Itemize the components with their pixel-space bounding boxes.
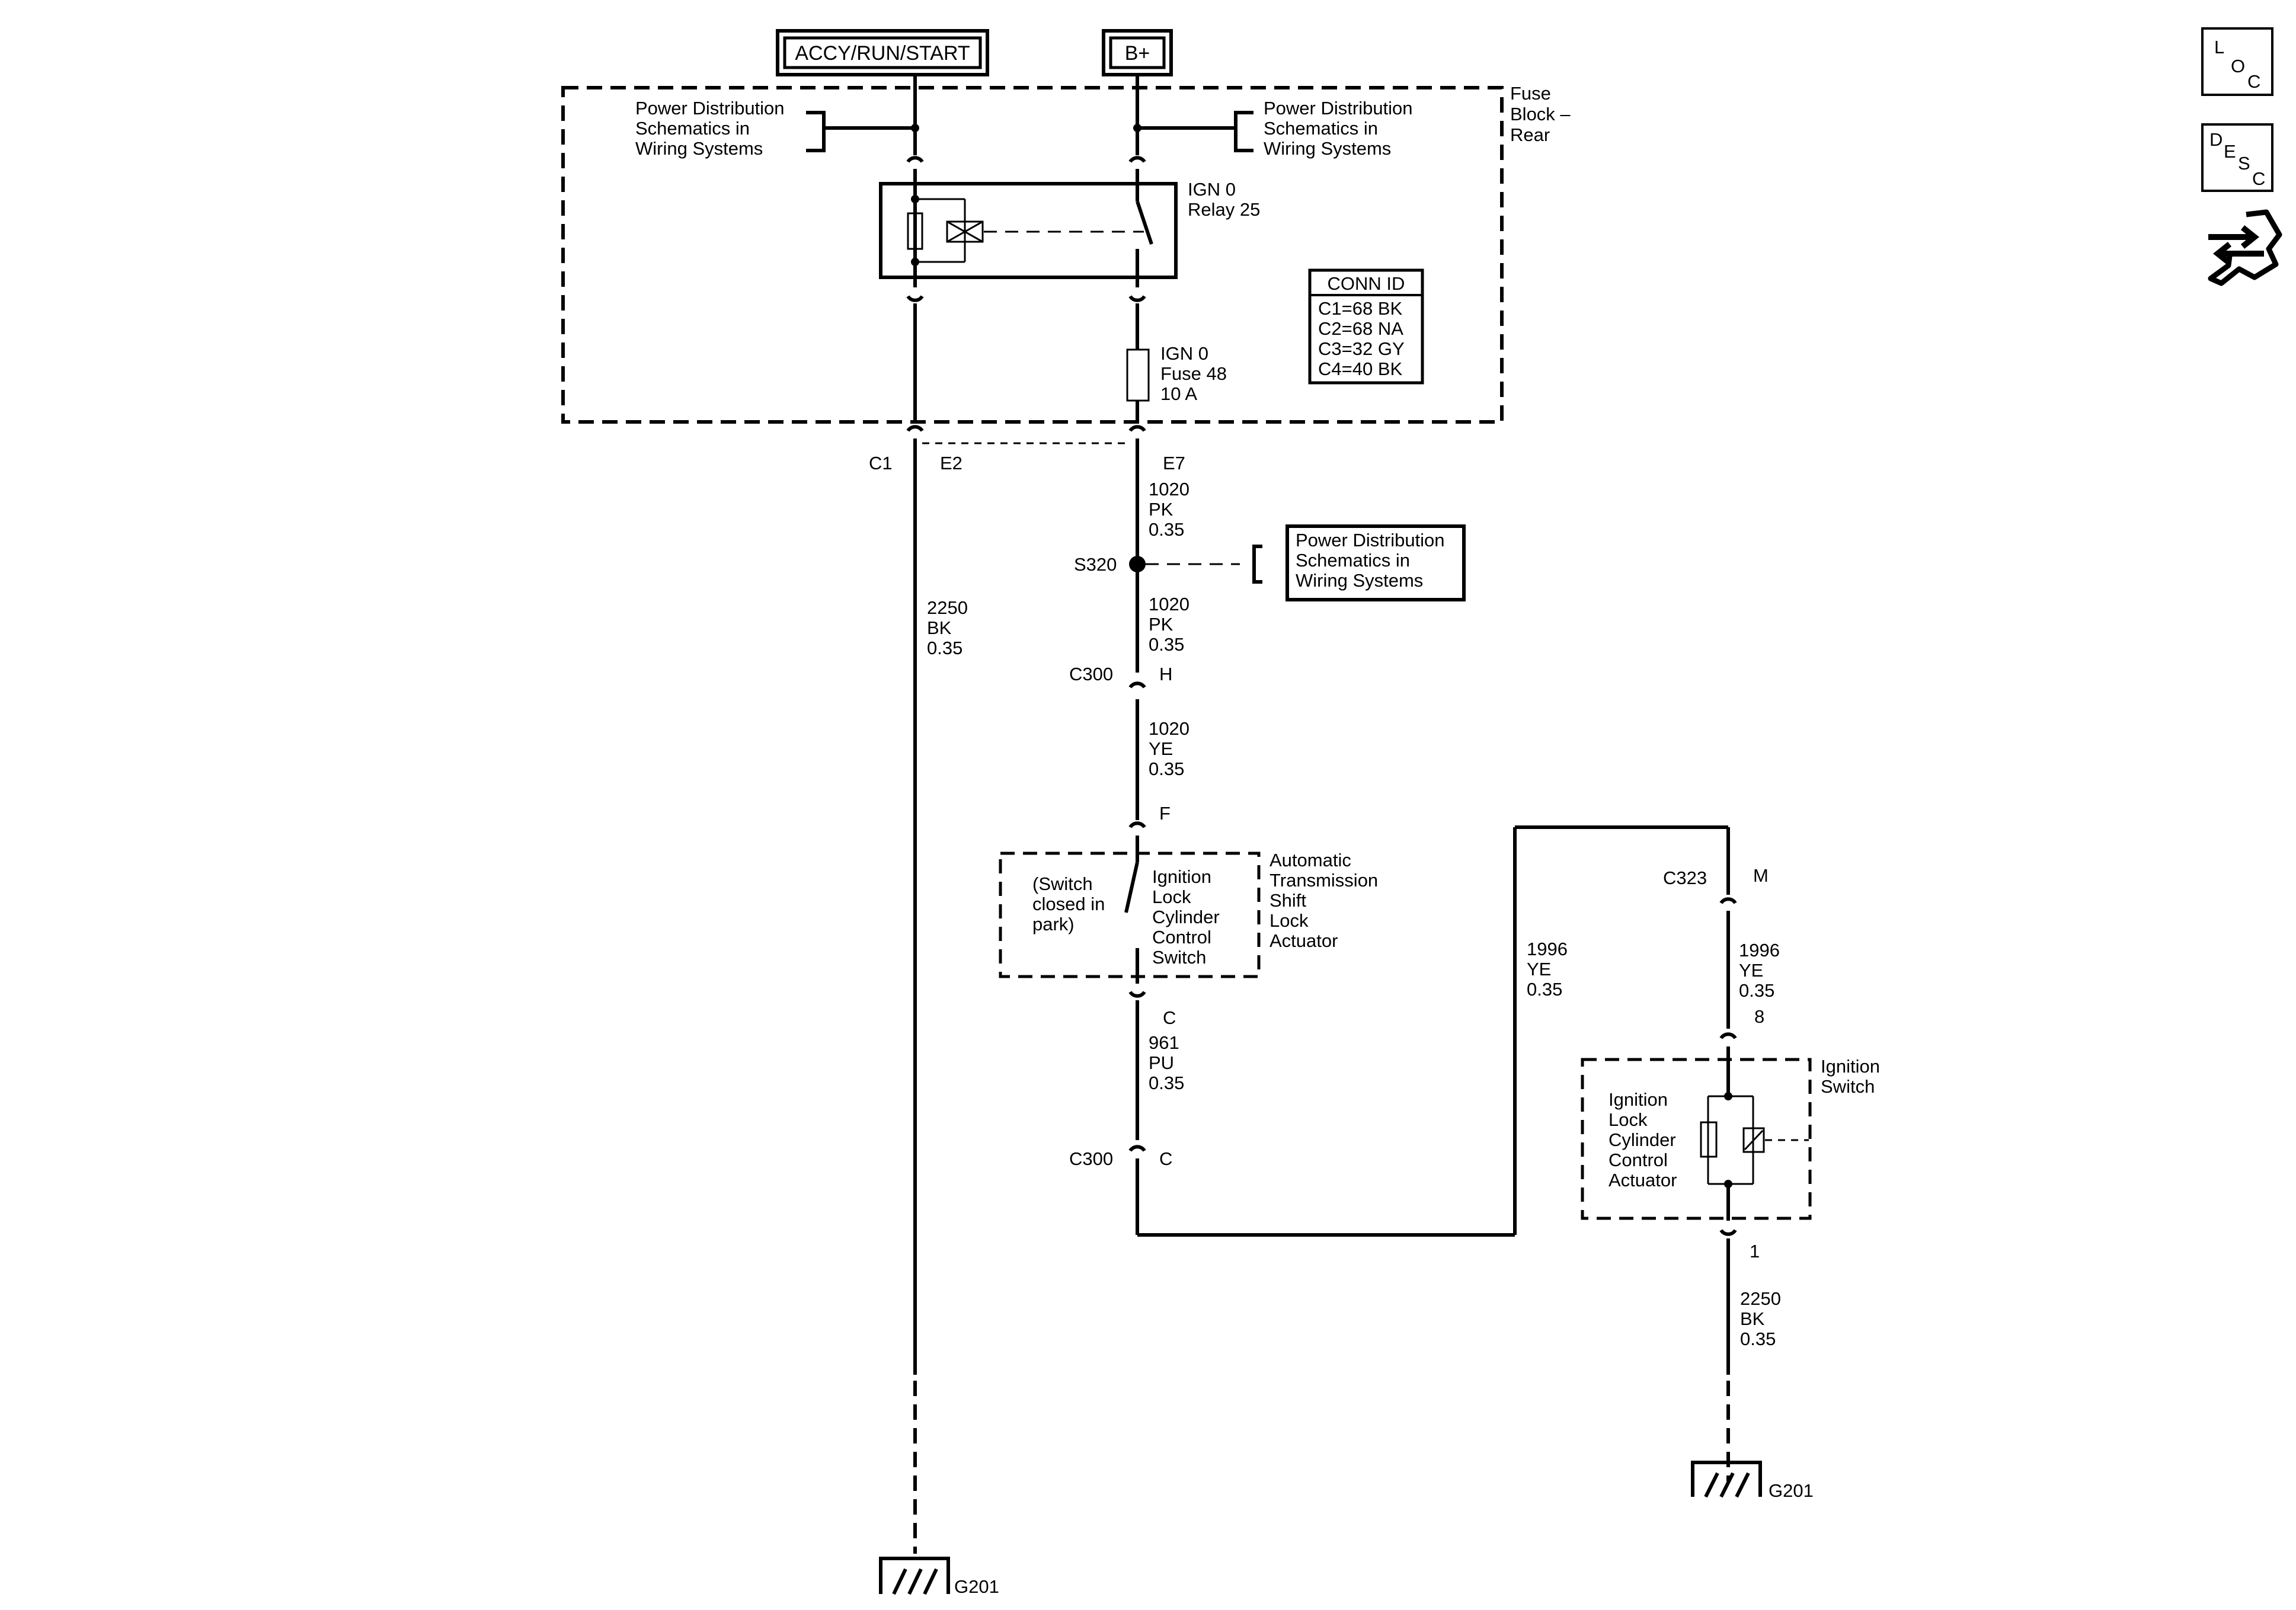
pin-8-label: 8 xyxy=(1754,1006,1764,1027)
pin-m-label: M xyxy=(1753,865,1769,886)
svg-text:CONN ID: CONN ID xyxy=(1328,273,1405,294)
wire-1996-ye-left: 1996 YE 0.35 xyxy=(1527,939,1573,1000)
fuse-block-label: Fuse Block – Rear xyxy=(1510,83,1575,145)
svg-text:O: O xyxy=(2231,56,2245,76)
c300-bottom-label: C300 xyxy=(1069,1148,1113,1169)
wire-961-pu: 961 PU 0.35 xyxy=(1149,1032,1184,1093)
pin-f-label: F xyxy=(1159,803,1171,824)
accy-source-box: ACCY/RUN/START xyxy=(776,29,989,76)
accy-source-label: ACCY/RUN/START xyxy=(795,42,970,65)
wire-1996-ye-right: 1996 YE 0.35 xyxy=(1739,940,1785,1001)
connector-c323 xyxy=(1719,897,1737,1481)
bplus-circuit-wire xyxy=(1128,75,1153,673)
wire-1020-pk-a: 1020 PK 0.35 xyxy=(1149,479,1195,540)
ignition-lock-actuator-symbol xyxy=(1700,1092,1809,1188)
connector-c1: C1 xyxy=(869,453,893,473)
svg-text:L: L xyxy=(2214,37,2224,57)
ground-g201-left xyxy=(879,1557,950,1595)
hand-arrows-icon[interactable] xyxy=(2208,209,2282,286)
svg-text:C: C xyxy=(2252,168,2265,189)
ign0-relay-25 xyxy=(879,182,1178,279)
wire-2250-bk-right: 2250 BK 0.35 xyxy=(1740,1288,1786,1349)
bplus-source-box: B+ xyxy=(1102,29,1173,76)
ignition-actuator-label: Ignition Lock Cylinder Control Actuator xyxy=(1609,1089,1681,1190)
pin-c-top-label: C xyxy=(1163,1007,1176,1028)
ignition-switch-box xyxy=(1581,1058,1812,1220)
connector-c300-h xyxy=(1128,681,1146,820)
c300-top-label: C300 xyxy=(1069,664,1113,684)
svg-text:C: C xyxy=(2247,71,2260,92)
splice-s320 xyxy=(1129,556,1146,572)
ground-g201-right xyxy=(1691,1461,1762,1498)
fuse-label: IGN 0 Fuse 48 10 A xyxy=(1160,343,1232,404)
fuse-block-outline xyxy=(561,86,1504,424)
svg-text:S: S xyxy=(2238,153,2250,174)
svg-text:D: D xyxy=(2209,129,2223,150)
wire-1020-pk-b: 1020 PK 0.35 xyxy=(1149,594,1195,655)
pin-c-bottom-label: C xyxy=(1159,1148,1172,1169)
shift-lock-actuator-label: Automatic Transmission Shift Lock Actuat… xyxy=(1269,850,1383,951)
pin-1-label: 1 xyxy=(1750,1241,1760,1262)
relay-label: IGN 0 Relay 25 xyxy=(1188,179,1260,220)
wire-1020-ye: 1020 YE 0.35 xyxy=(1149,718,1195,779)
loc-icon[interactable]: L O C xyxy=(2201,27,2273,96)
splice-s320-label: S320 xyxy=(1074,554,1117,575)
shift-lock-switch-label: Ignition Lock Cylinder Control Switch xyxy=(1152,866,1224,968)
ground-right-label: G201 xyxy=(1769,1480,1814,1501)
desc-icon[interactable]: D E S C xyxy=(2201,123,2273,192)
ignition-switch-label: Ignition Switch xyxy=(1821,1056,1885,1097)
ign0-fuse-48 xyxy=(1126,348,1150,402)
c323-label: C323 xyxy=(1663,868,1707,888)
ground-left-label: G201 xyxy=(954,1576,999,1597)
pin-h-label: H xyxy=(1159,664,1172,684)
accy-circuit-wire xyxy=(906,75,924,1554)
shift-lock-switch-wiring xyxy=(1124,821,1730,1237)
shift-lock-actuator-box xyxy=(999,852,1261,978)
connector-e7: E7 xyxy=(1163,453,1185,473)
svg-text:E: E xyxy=(2224,141,2236,162)
shift-lock-note: (Switch closed in park) xyxy=(1032,873,1110,934)
connector-e2: E2 xyxy=(940,453,962,473)
bplus-source-label: B+ xyxy=(1125,42,1150,65)
wire-2250-bk-left: 2250 BK 0.35 xyxy=(927,597,973,658)
